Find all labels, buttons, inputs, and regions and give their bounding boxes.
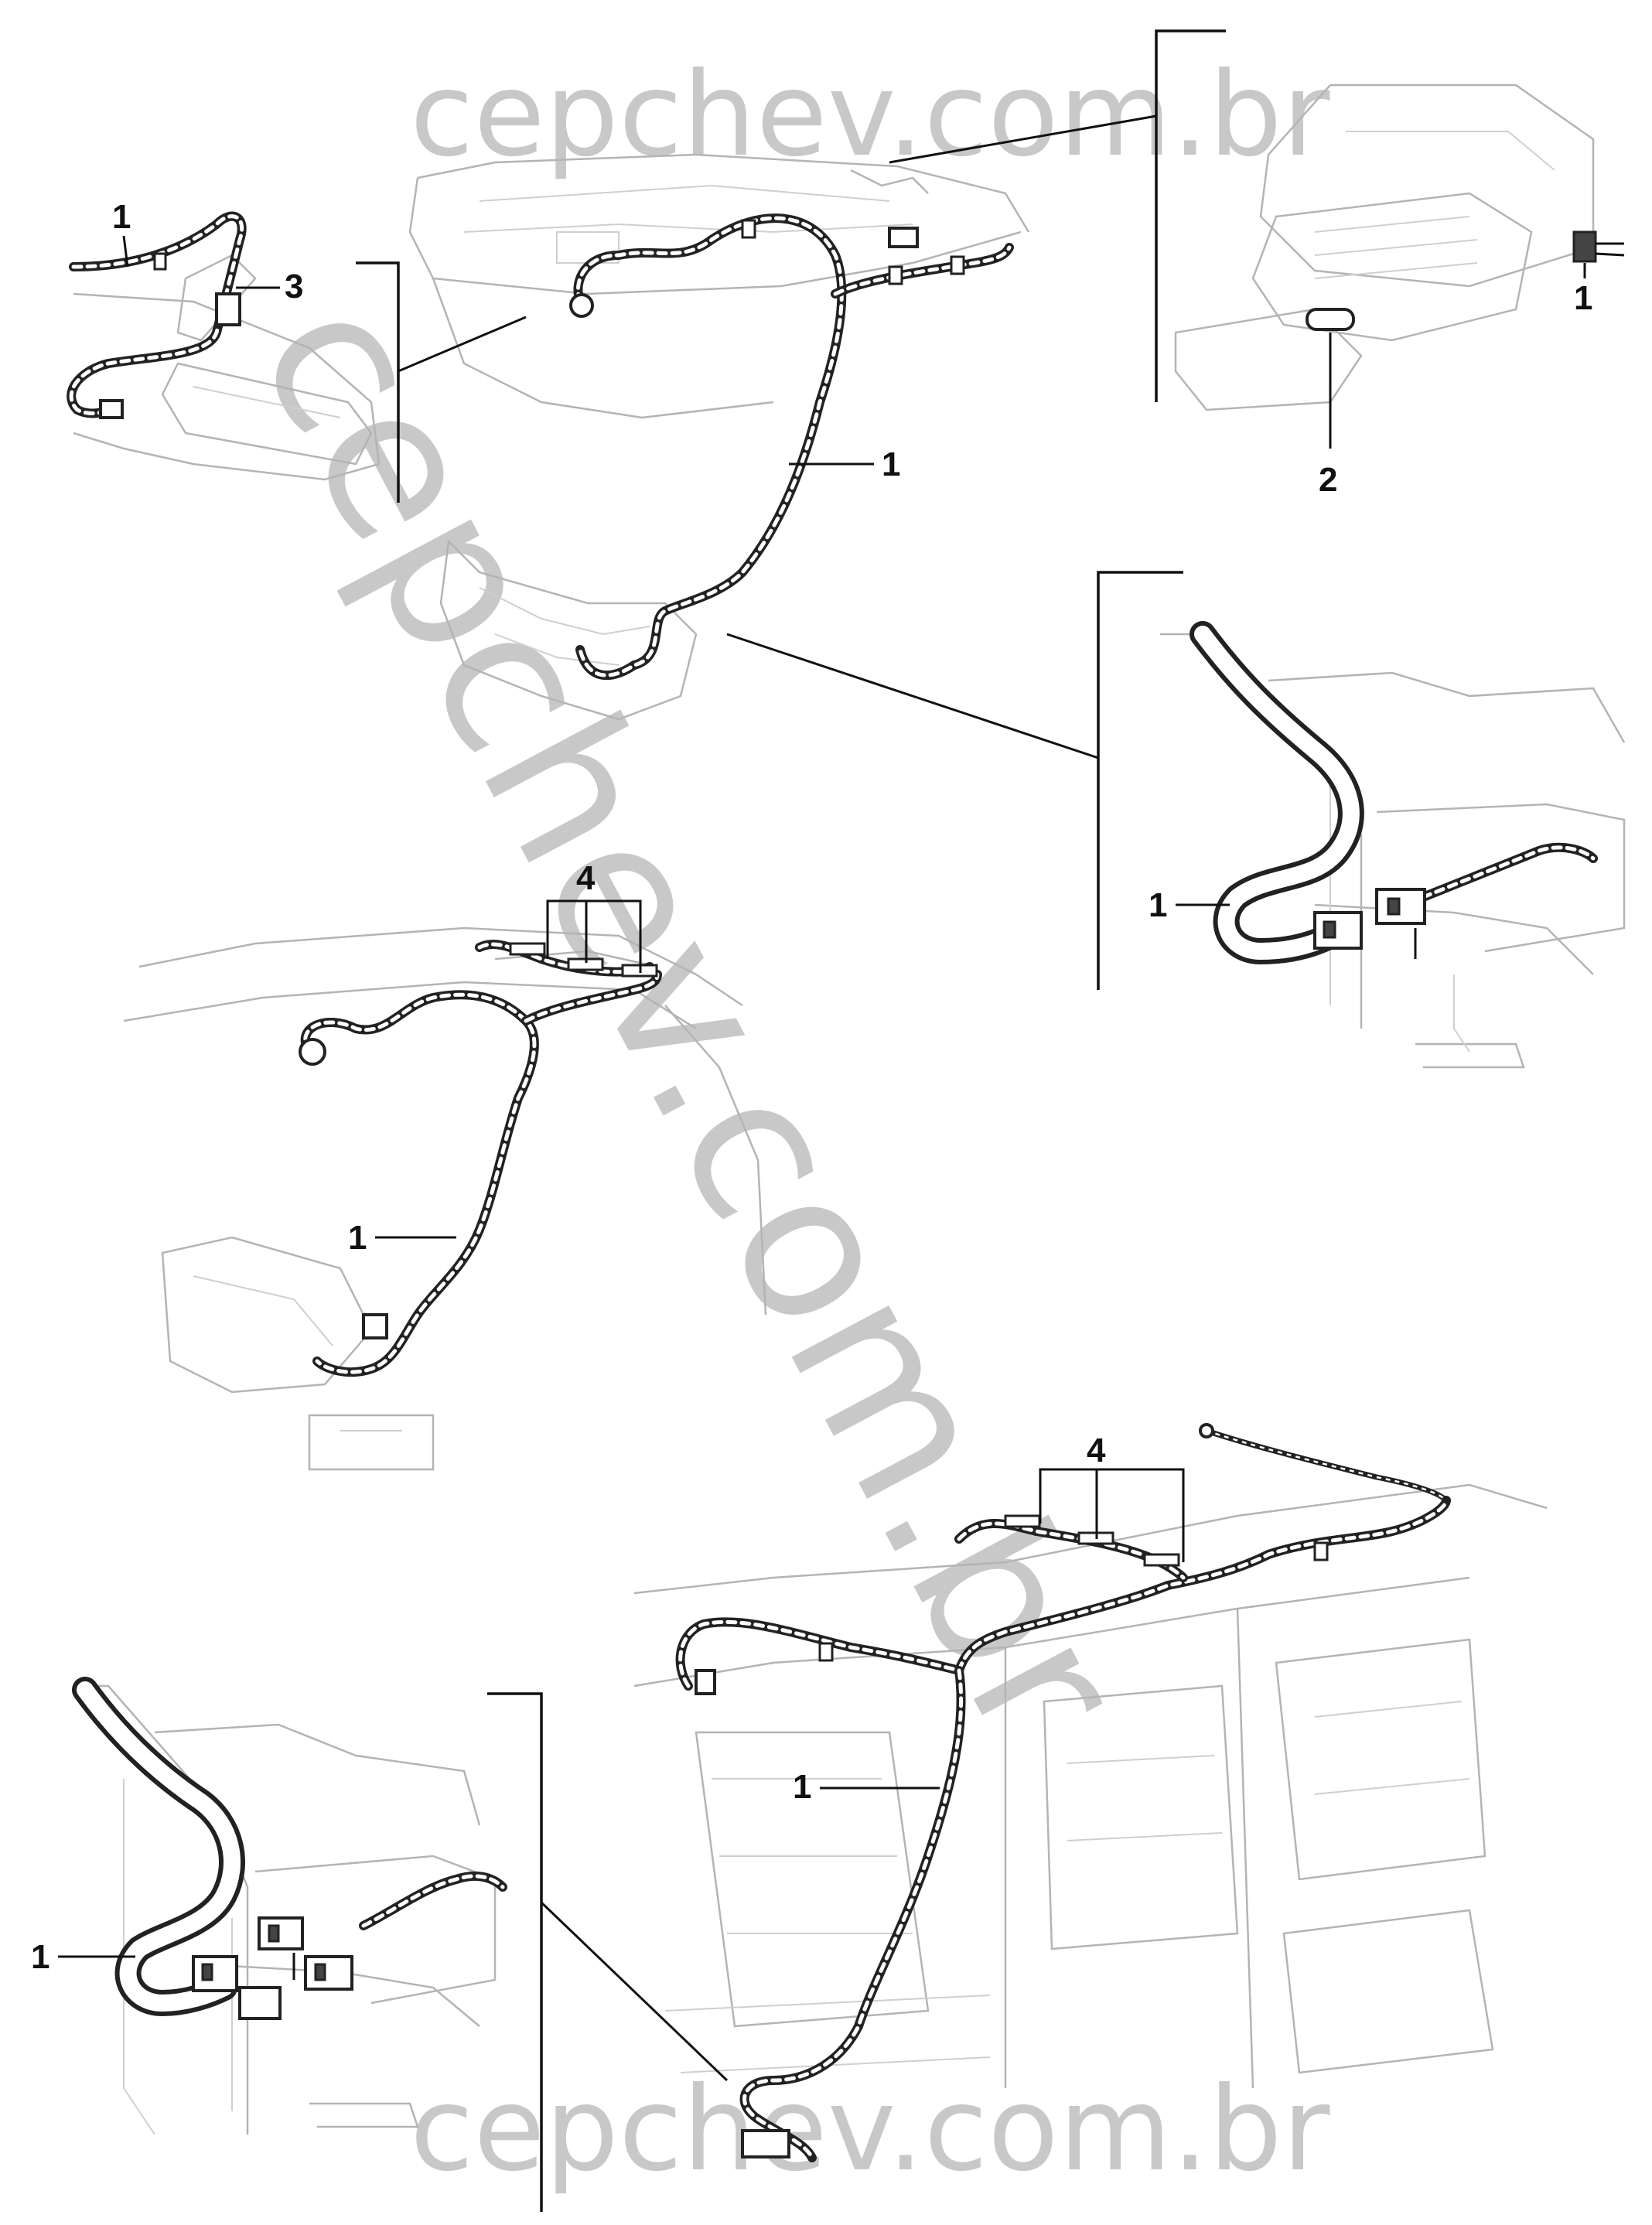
harness-clip (1004, 1514, 1041, 1528)
callout-label: 3 (285, 268, 303, 305)
view-cab-center: 4 1 (123, 859, 767, 1471)
harness-connector (362, 1313, 388, 1339)
harness-connector (741, 2129, 790, 2158)
harness-connector (569, 293, 594, 318)
view-dome-light-inset: 1 2 (889, 29, 1625, 499)
leader-bracket (546, 899, 642, 973)
harness-connector (99, 399, 124, 419)
callout-label: 1 (1149, 886, 1167, 924)
callout-label: 2 (1319, 461, 1337, 499)
callout-1-rear-inset: 1 (31, 1938, 135, 1976)
inset-pointer (540, 1901, 729, 2082)
inset-frame-bracket (1155, 29, 1226, 402)
harness-clip (888, 265, 903, 285)
view-pillar-connector-inset: 1 (726, 571, 1626, 1069)
harness-clip (1313, 1541, 1329, 1561)
callout-label: 1 (882, 445, 900, 483)
harness-clip (509, 942, 546, 956)
mating-connector (1375, 888, 1426, 925)
view-mirror-inset: 1 3 (67, 198, 527, 503)
harness-1-rear (675, 1423, 1451, 2162)
harness-connector (215, 292, 241, 326)
inset-pointer (398, 316, 527, 373)
bulb-icon (1306, 308, 1355, 331)
harness-connector (1199, 1423, 1214, 1438)
callout-label: 1 (348, 1219, 367, 1257)
callout-1-pillar: 1 (1149, 886, 1230, 924)
harness-clip (741, 219, 756, 239)
switch-connector (1572, 230, 1625, 263)
view-rear-cab: 4 1 (633, 1423, 1548, 2162)
harness-1-view-1 (569, 213, 1014, 680)
harness-connector (238, 1986, 282, 2020)
callout-1-mirror: 1 (112, 198, 131, 268)
callout-3-mirror: 3 (236, 268, 303, 305)
callout-1-rear: 1 (793, 1768, 940, 1806)
harness-connector (1313, 911, 1363, 950)
harness-1-pillar (1190, 621, 1598, 964)
watermark-bottom: cepchev.com.br (410, 2063, 1330, 2197)
mating-connector (304, 1955, 353, 1991)
harness-clip (1143, 1553, 1180, 1567)
inset-frame-bracket (356, 261, 400, 503)
callout-4-rear: 4 (1039, 1432, 1185, 1562)
harness-connector (695, 1669, 716, 1695)
harness-clip (950, 255, 965, 275)
callout-label: 1 (31, 1938, 49, 1976)
inset-frame-bracket (1097, 571, 1183, 990)
harness-clip (818, 1642, 834, 1662)
watermark-top: cepchev.com.br (410, 48, 1330, 183)
callout-4-center: 4 (546, 859, 642, 973)
callout-1-center: 1 (348, 1219, 456, 1257)
inset-pointer (726, 633, 1099, 759)
callout-label: 1 (112, 198, 131, 236)
inset-frame-bracket (487, 1692, 543, 2212)
leader-bracket (1039, 1468, 1185, 1562)
view-cab-front-top (408, 153, 1030, 721)
harness-connector (299, 1038, 326, 1066)
mating-connector (258, 1916, 304, 1950)
view-rear-connector-inset: 1 (31, 1677, 729, 2212)
harness-clip (153, 252, 167, 271)
inset-pointer (889, 114, 1157, 164)
harness-connector (192, 1955, 238, 1992)
callout-label: 1 (1574, 279, 1592, 317)
callout-2-bulb: 2 (1319, 333, 1337, 499)
bulb (1306, 308, 1355, 331)
harness-connector (888, 227, 919, 248)
callout-1-switch: 1 (1574, 263, 1592, 317)
harness-1-rear-inset (72, 1677, 507, 2020)
callout-label: 4 (1087, 1432, 1106, 1469)
watermark-diagonal: cepchev.com.br (213, 261, 1169, 1780)
leader-line (122, 235, 129, 268)
harness-1-mirror (67, 211, 247, 419)
callout-label: 4 (576, 859, 596, 897)
switch-body (1572, 230, 1597, 263)
callout-1-view-1: 1 (789, 445, 900, 483)
cab-center-sketch (123, 927, 767, 1471)
callout-label: 1 (793, 1768, 811, 1806)
rear-cab-sketch (633, 1483, 1548, 2089)
